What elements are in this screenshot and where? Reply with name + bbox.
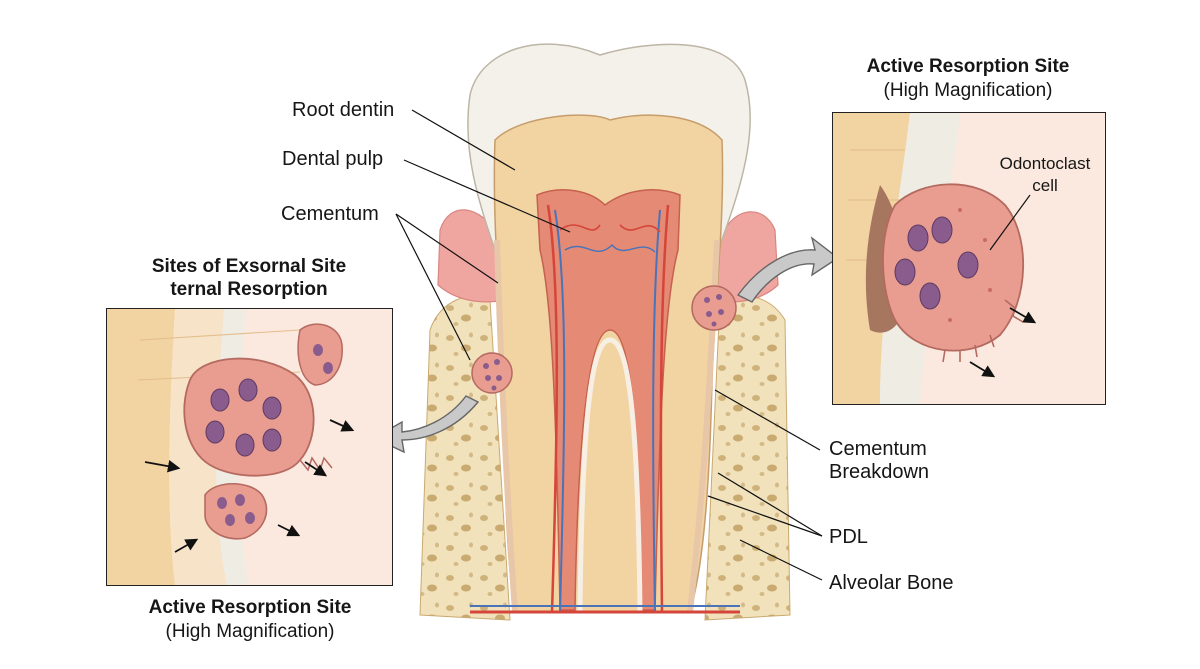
leader-odontoclast: [989, 194, 1031, 251]
label-odontoclast-line1: Odontoclast: [999, 154, 1091, 173]
leader-alveolar-bone: [739, 539, 823, 581]
left-inset-heading-line2: ternal Resorption: [170, 279, 328, 300]
label-root-dentin: Root dentin: [292, 99, 395, 121]
left-inset-illustration: [107, 309, 392, 585]
label-cementum-breakdown-line2: Breakdown: [829, 461, 930, 483]
blood-vessel-red-2: [659, 204, 670, 613]
left-inset-frame: [106, 308, 393, 586]
left-inset-caption-sub: (High Magnification): [165, 621, 335, 642]
right-inset-sub: (High Magnification): [883, 80, 1053, 101]
label-cementum: Cementum: [281, 203, 379, 225]
left-inset-heading-line1: Sites of Exsornal Site: [151, 256, 347, 277]
label-alveolar-bone: Alveolar Bone: [829, 572, 954, 594]
root-dentin-body: [493, 114, 724, 613]
inset-odontoclast-large: [183, 357, 315, 477]
leader-cementum-a: [395, 213, 499, 284]
inset-odontoclast-right: [882, 183, 1025, 363]
right-inset-illustration: [833, 113, 1105, 404]
leader-pdl-a: [717, 472, 823, 537]
alveolar-bone-right: [704, 294, 791, 621]
inset-odontoclast-small: [204, 483, 268, 540]
cementum-right-layer: [687, 239, 720, 613]
label-dental-pulp: Dental pulp: [282, 148, 384, 170]
blood-vessel-blue: [554, 209, 566, 613]
label-cementum-breakdown-line1: Cementum: [829, 438, 927, 460]
resorption-site-left: [471, 352, 513, 394]
leader-dental-pulp: [403, 159, 571, 233]
right-inset-title: Active Resorption Site: [866, 56, 1070, 77]
left-inset-caption-title: Active Resorption Site: [148, 597, 352, 618]
leader-cementum-b: [395, 213, 471, 361]
leader-root-dentin: [411, 109, 516, 171]
blood-vessel-blue-2: [652, 209, 661, 613]
inset-odontoclast-top: [297, 323, 343, 386]
label-odontoclast-line2: cell: [1032, 176, 1058, 195]
cementum-left-layer: [494, 239, 518, 613]
leader-pdl-b: [707, 495, 823, 537]
leader-cementum-breakdown: [714, 389, 821, 451]
label-pdl: PDL: [829, 526, 868, 548]
blood-vessel-red: [546, 204, 559, 613]
alveolar-bone: [419, 295, 511, 621]
leader-lines: [395, 109, 823, 581]
resorption-site-right: [691, 285, 737, 331]
right-inset-frame: [832, 112, 1106, 405]
